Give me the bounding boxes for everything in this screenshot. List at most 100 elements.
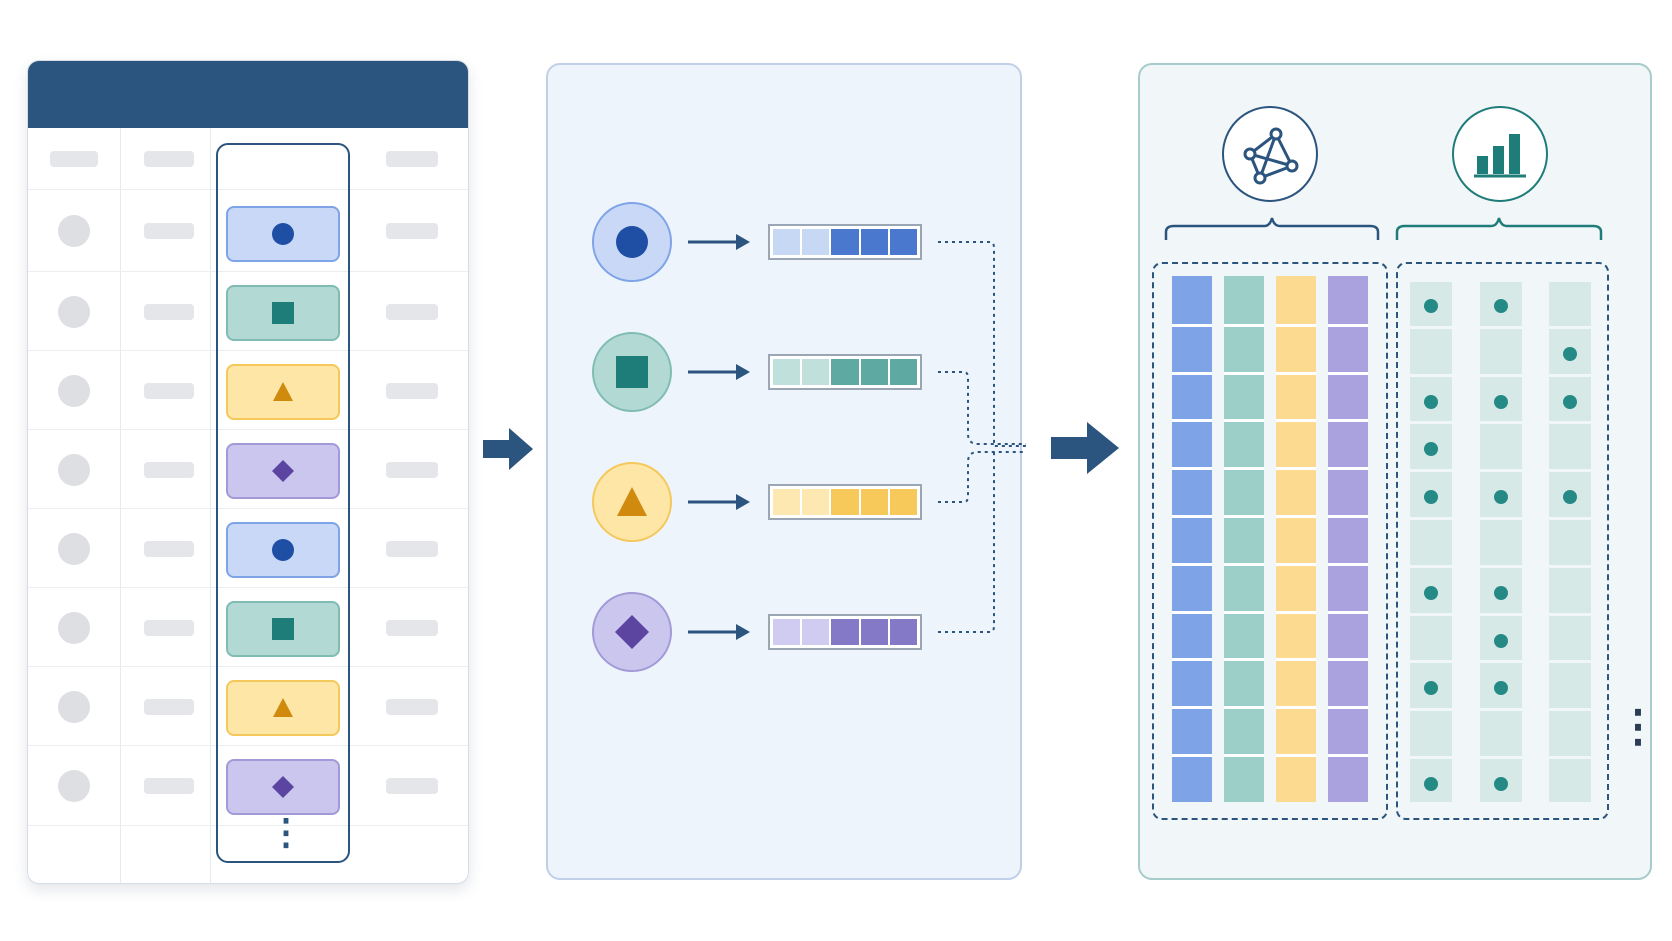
- row-gap: [1172, 515, 1212, 518]
- cell-placeholder: [386, 619, 438, 636]
- cell-placeholder: [386, 540, 438, 557]
- row-gap: [1224, 419, 1264, 423]
- triangle-icon: [272, 381, 294, 408]
- row-gap: [1480, 517, 1522, 520]
- category-cell-square: [226, 285, 340, 341]
- embedding-cell: [860, 359, 888, 385]
- embedding-cell: [889, 619, 918, 645]
- embedding-cell: [831, 489, 859, 515]
- cell-placeholder: [386, 461, 438, 478]
- onehot-active-dot: [1494, 394, 1508, 409]
- row-gap: [1549, 421, 1591, 425]
- row-gap: [1549, 612, 1591, 616]
- row-marker-icon: [58, 215, 90, 247]
- row-marker-icon: [58, 611, 90, 644]
- cell-placeholder: [386, 382, 438, 399]
- cell-placeholder: [144, 619, 194, 636]
- row-gap: [1276, 371, 1316, 375]
- brace-left: [1164, 217, 1380, 240]
- row-gap: [1328, 706, 1368, 710]
- embedding-cell: [889, 229, 918, 255]
- row-gap: [1276, 610, 1316, 614]
- row-gap: [1224, 323, 1264, 327]
- row-gap: [1328, 419, 1368, 423]
- row-gap: [1276, 323, 1316, 327]
- onehot-active-dot: [1424, 777, 1438, 791]
- embed-arrow-icon: [688, 494, 750, 510]
- row-gap: [1480, 564, 1522, 568]
- bar-chart-icon: [1452, 106, 1548, 202]
- diamond-icon: [272, 776, 294, 803]
- row-gap: [1172, 323, 1212, 327]
- table-row: [28, 509, 468, 588]
- row-gap: [1276, 515, 1316, 518]
- table-row: [28, 588, 468, 667]
- embedding-column: [1224, 276, 1264, 802]
- cell-placeholder: [386, 778, 438, 794]
- flow-arrow-icon: [1051, 422, 1119, 474]
- row-gap: [1328, 658, 1368, 662]
- embedding-cell: [802, 359, 830, 385]
- embed-arrow-icon: [688, 364, 750, 380]
- row-gap: [1172, 562, 1212, 566]
- row-divider: [28, 745, 468, 746]
- square-icon: [272, 302, 294, 329]
- triangle-icon: [272, 697, 294, 724]
- category-cell-circle: [226, 206, 340, 262]
- row-gap: [1172, 610, 1212, 614]
- embedding-vector: [768, 614, 922, 650]
- row-gap: [1224, 658, 1264, 662]
- embedding-column: [1172, 276, 1212, 802]
- table-row: [28, 430, 468, 509]
- row-gap: [1328, 562, 1368, 566]
- row-gap: [1480, 660, 1522, 664]
- category-cell-square: [226, 601, 340, 657]
- embedding-cell: [831, 359, 859, 385]
- row-gap: [1410, 325, 1452, 329]
- onehot-active-dot: [1494, 490, 1508, 505]
- diamond-input-icon: [592, 592, 672, 672]
- row-divider: [28, 429, 468, 430]
- embedding-cell: [831, 619, 859, 645]
- embedding-vector: [768, 354, 922, 390]
- row-gap: [1172, 658, 1212, 662]
- onehot-active-dot: [1494, 633, 1508, 648]
- row-gap: [1480, 325, 1522, 329]
- cell-placeholder: [50, 151, 98, 167]
- row-gap: [1410, 421, 1452, 425]
- more-columns-icon: ⋮: [1616, 702, 1660, 751]
- row-gap: [1328, 467, 1368, 471]
- embedding-cell: [773, 359, 801, 385]
- diamond-icon: [272, 460, 294, 487]
- cell-placeholder: [144, 151, 194, 167]
- network-graph-icon: [1222, 106, 1318, 202]
- row-gap: [1480, 469, 1522, 473]
- row-gap: [1549, 660, 1591, 664]
- embedding-cell: [773, 229, 801, 255]
- row-gap: [1224, 467, 1264, 471]
- circle-icon: [272, 223, 294, 250]
- category-cell-triangle: [226, 680, 340, 736]
- embedding-cell: [802, 489, 830, 515]
- row-gap: [1276, 562, 1316, 566]
- embedding-cell: [889, 359, 918, 385]
- row-divider: [28, 189, 468, 190]
- onehot-active-dot: [1424, 394, 1438, 409]
- row-gap: [1328, 371, 1368, 375]
- row-gap: [1410, 612, 1452, 616]
- embedding-cell: [889, 489, 918, 515]
- table-row: [28, 272, 468, 351]
- row-gap: [1549, 564, 1591, 568]
- row-divider: [28, 587, 468, 588]
- onehot-active-dot: [1424, 442, 1438, 457]
- source-table: [27, 60, 469, 884]
- column-divider: [120, 128, 121, 883]
- row-marker-icon: [58, 374, 90, 407]
- category-cell-diamond: [226, 759, 340, 815]
- onehot-active-dot: [1494, 777, 1508, 791]
- cell-placeholder: [386, 698, 438, 715]
- row-gap: [1172, 371, 1212, 375]
- onehot-active-dot: [1494, 585, 1508, 600]
- onehot-active-dot: [1424, 681, 1438, 696]
- row-gap: [1276, 467, 1316, 471]
